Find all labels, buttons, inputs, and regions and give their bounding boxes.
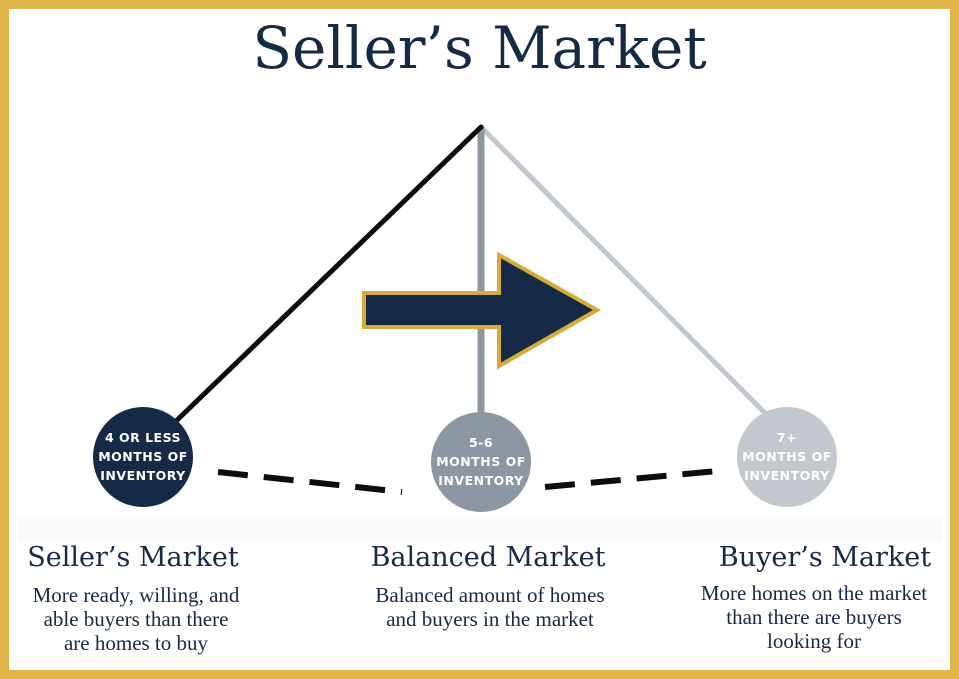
balanced-inventory-label: 5-6 MONTHS OF INVENTORY <box>436 435 526 488</box>
arrow-right-icon <box>362 251 602 370</box>
buyer-swing-line <box>479 125 772 420</box>
buyer-market-description: More homes on the market than there are … <box>700 581 928 653</box>
seller-inventory-circle <box>93 407 193 507</box>
dashed-arc-left <box>217 469 403 495</box>
seller-inventory-label: 4 OR LESS MONTHS OF INVENTORY <box>98 430 188 483</box>
buyer-inventory-label: 7+ MONTHS OF INVENTORY <box>742 430 832 483</box>
caption-band <box>18 517 942 541</box>
seller-market-description: More ready, willing, and able buyers tha… <box>32 583 240 655</box>
balanced-inventory-circle <box>431 412 531 512</box>
balanced-market-description: Balanced amount of homes and buyers in t… <box>375 583 605 631</box>
buyer-inventory-circle <box>737 407 837 507</box>
dashed-arc-right <box>544 467 729 490</box>
seller-swing-line <box>170 124 484 427</box>
buyer-market-heading: Buyer’s Market <box>718 542 932 573</box>
page-title: Seller’s Market <box>252 14 707 82</box>
seller-market-heading: Seller’s Market <box>27 542 239 573</box>
balanced-market-heading: Balanced Market <box>370 542 606 573</box>
